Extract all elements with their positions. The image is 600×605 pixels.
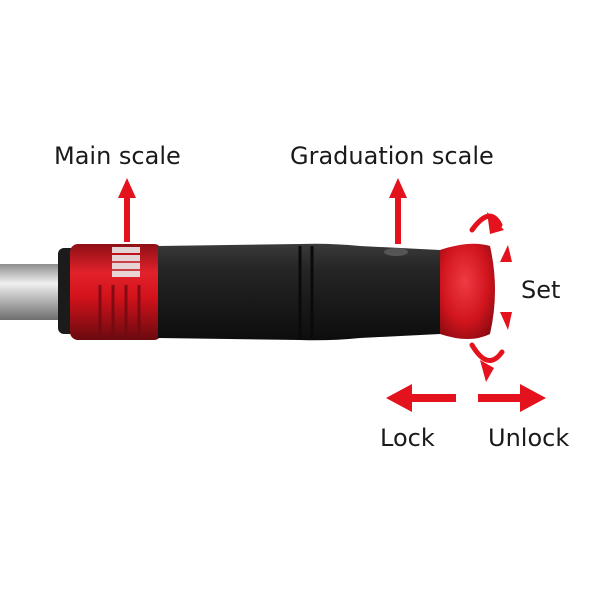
end-cap — [440, 243, 495, 339]
unlock-label: Unlock — [488, 424, 570, 452]
set-label: Set — [521, 276, 561, 304]
arrow-icon — [389, 178, 407, 244]
collar-ribs — [98, 285, 141, 337]
handle-grip — [158, 243, 470, 341]
arrow-icon — [118, 178, 136, 242]
graduation-mark — [384, 248, 408, 256]
main-scale-label: Main scale — [54, 142, 181, 170]
rotation-arrow-icon — [480, 212, 512, 382]
graduation-scale-label: Graduation scale — [290, 142, 494, 170]
main-scale-collar — [58, 244, 162, 340]
arrow-icon — [478, 384, 546, 412]
arrow-icon — [386, 384, 456, 412]
lock-label: Lock — [380, 424, 435, 452]
main-scale-window — [112, 247, 140, 277]
